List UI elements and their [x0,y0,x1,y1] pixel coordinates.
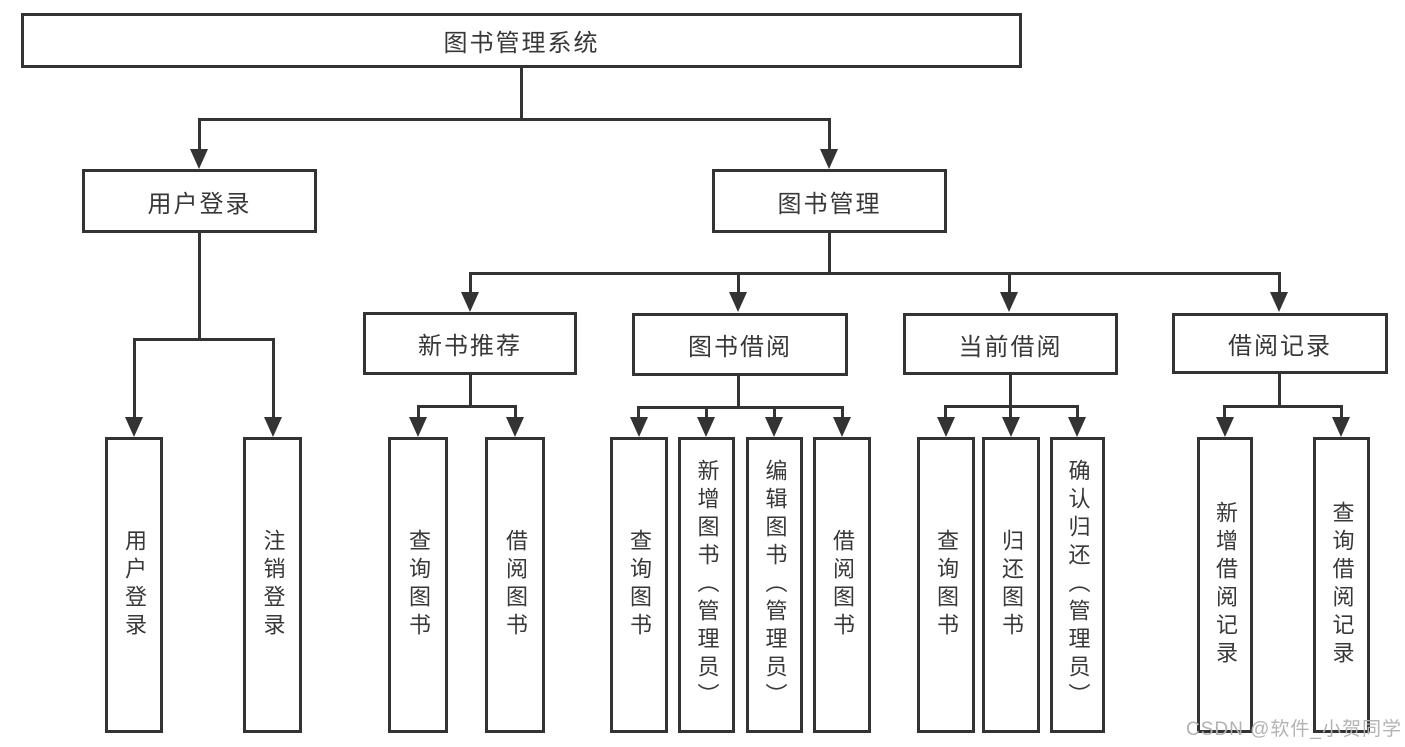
node-user-login: 用户登录 [82,169,317,233]
connector-line [1008,272,1011,294]
connector-line [514,405,517,421]
arrow-down [190,149,208,169]
connector-line [133,338,136,421]
leaf-label: 新增借阅记录 [1213,501,1238,669]
connector-line [1278,374,1281,407]
connector-line [272,338,275,421]
arrow-down [125,417,143,437]
connector-line [198,118,201,152]
connector-line [828,233,831,274]
leaf-borrow-books-1: 借阅图书 [485,437,545,733]
leaf-label: 查询借阅记录 [1329,501,1355,669]
leaf-label: 确认归还（管理员） [1065,459,1091,711]
leaf-label: 借阅图书 [830,529,855,641]
connector-line [773,406,776,421]
arrow-down [461,292,479,312]
connector-line [1009,405,1012,421]
node-book-borrow: 图书借阅 [632,313,848,376]
node-new-book-recommend: 新书推荐 [363,312,577,375]
arrow-down [1000,292,1018,312]
leaf-query-books-3: 查询图书 [917,437,975,733]
arrow-down [820,149,838,169]
connector-line [637,406,640,421]
leaf-label: 用户登录 [122,529,147,641]
leaf-label: 查询图书 [406,529,431,641]
connector-line [198,118,831,121]
connector-line [1076,405,1079,421]
arrow-down [765,417,783,437]
arrow-down [729,292,747,312]
leaf-label: 借阅图书 [503,529,528,641]
leaf-add-borrow-record: 新增借阅记录 [1197,437,1253,733]
leaf-query-borrow-record: 查询借阅记录 [1313,437,1370,733]
connector-line [198,233,201,340]
connector-line [841,406,844,421]
leaf-add-books-admin: 新增图书（管理员） [678,437,735,733]
leaf-label: 编辑图书（管理员） [762,459,788,711]
arrow-down [1216,417,1234,437]
arrow-down [264,417,282,437]
leaf-query-books-2: 查询图书 [610,437,668,733]
arrow-down [409,417,427,437]
leaf-user-login: 用户登录 [105,437,163,733]
connector-line [469,272,472,294]
leaf-label: 注销登录 [260,529,286,641]
connector-line [1278,272,1281,294]
leaf-label: 新增图书（管理员） [694,459,720,711]
leaf-label: 查询图书 [934,529,959,641]
connector-line [520,68,523,118]
connector-line [737,272,740,294]
node-book-management: 图书管理 [712,169,947,233]
arrow-down [506,417,524,437]
arrow-down [1270,292,1288,312]
arrow-down [697,417,715,437]
leaf-confirm-return-admin: 确认归还（管理员） [1050,437,1105,733]
connector-line [469,375,472,407]
connector-line [944,405,947,421]
connector-line [1340,405,1343,421]
connector-line [705,406,708,421]
connector-line [1009,375,1012,407]
connector-line [637,406,844,409]
node-root: 图书管理系统 [21,13,1022,68]
connector-line [1223,405,1226,421]
leaf-logout: 注销登录 [243,437,302,733]
connector-line [133,338,275,341]
arrow-down [937,417,955,437]
connector-line [828,118,831,152]
watermark: CSDN @软件_小贺同学 [1186,719,1402,740]
connector-line [737,376,740,408]
arrow-down [630,417,648,437]
arrow-down [1068,417,1086,437]
leaf-label: 查询图书 [627,529,652,641]
connector-line [417,405,517,408]
node-borrow-records: 借阅记录 [1172,313,1388,374]
connector-line [1223,405,1343,408]
leaf-return-books: 归还图书 [982,437,1040,733]
node-current-borrow: 当前借阅 [903,313,1118,375]
connector-line [417,405,420,421]
arrow-down [1002,417,1020,437]
arrow-down [833,417,851,437]
leaf-edit-books-admin: 编辑图书（管理员） [746,437,803,733]
leaf-query-books-1: 查询图书 [388,437,448,733]
arrow-down [1332,417,1350,437]
leaf-borrow-books-2: 借阅图书 [813,437,871,733]
connector-line [469,272,1281,275]
leaf-label: 归还图书 [999,529,1024,641]
